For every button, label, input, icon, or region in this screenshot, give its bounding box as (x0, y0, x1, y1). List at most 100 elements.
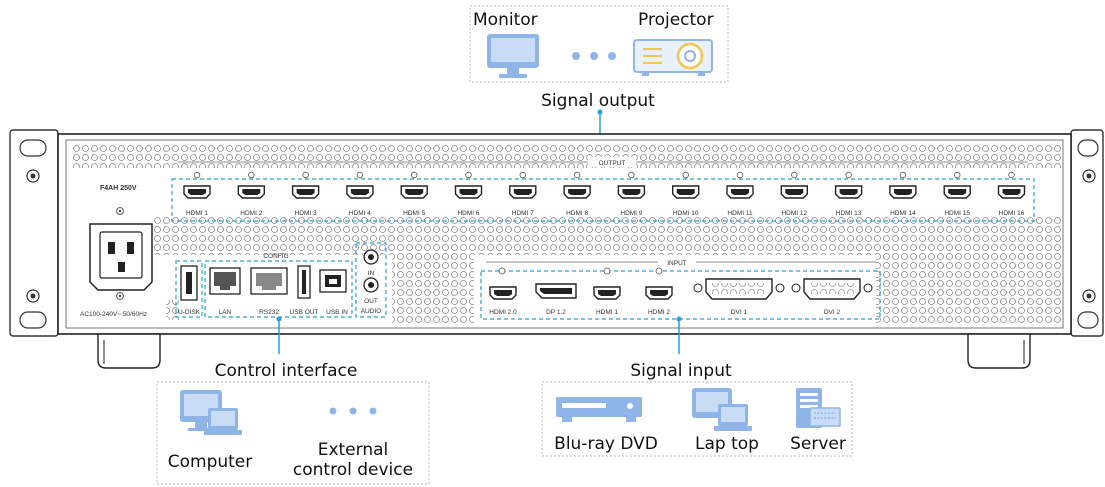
server-label: Server (790, 434, 846, 454)
control-interface-label: Control interface (215, 361, 358, 381)
output-port-label: HDMI 10 (673, 210, 699, 217)
audio-group-box (355, 242, 387, 318)
input-port-dvi-1 (693, 278, 785, 300)
input-port-hdmi-2 (645, 267, 673, 300)
output-port-label: HDMI 9 (620, 210, 642, 217)
output-port (834, 171, 863, 199)
output-port-label: HDMI 8 (566, 210, 588, 217)
input-port-dp-1-2 (535, 283, 577, 299)
audio-label: AUDIO (361, 308, 382, 315)
audio-in-jack (363, 249, 379, 265)
output-title: OUTPUT (599, 160, 626, 167)
output-port (997, 171, 1026, 199)
screw-icon (116, 207, 124, 215)
output-port (346, 171, 374, 199)
output-port (889, 171, 917, 199)
rack-foot-left (97, 333, 161, 369)
output-port-label: HDMI 13 (836, 210, 862, 217)
output-port (726, 171, 754, 199)
output-port-label: HDMI 1 (186, 210, 208, 217)
input-label-dvi-2: DVI 2 (824, 309, 841, 316)
control-interface-dot (276, 316, 282, 322)
computer-label: Computer (168, 452, 253, 472)
output-port (291, 171, 320, 199)
output-port-label: HDMI 16 (999, 210, 1025, 217)
usb-in-port (319, 269, 347, 293)
input-label-dvi-1: DVI 1 (731, 309, 748, 316)
projector-label: Projector (638, 10, 714, 30)
input-label-hdmi-1: HDMI 1 (596, 309, 618, 316)
input-label-dp-1-2: DP 1.2 (546, 309, 566, 316)
external-device-label-line2: control device (293, 460, 413, 480)
output-port (237, 171, 265, 199)
usb-out-port (297, 265, 311, 299)
output-group-box (171, 178, 1035, 222)
computer-icon (180, 390, 242, 435)
input-title: INPUT (667, 260, 687, 267)
external-device-label-line1: External (318, 440, 389, 460)
signal-input-dot (676, 316, 682, 322)
rs232-label: RS232 (259, 309, 279, 316)
signal-output-dot (597, 109, 603, 115)
monitor-label: Monitor (473, 10, 538, 30)
usb-in-label: USB IN (326, 309, 348, 316)
output-port (563, 171, 591, 199)
output-port-label: HDMI 4 (349, 210, 371, 217)
vent-holes (72, 144, 1062, 325)
config-title: CONFIG (263, 253, 288, 260)
ellipsis-icon (329, 407, 377, 415)
laptop-label: Lap top (695, 434, 759, 454)
control-devices-box (156, 381, 430, 485)
rs232-port (250, 267, 288, 295)
output-port (183, 171, 211, 199)
monitor-icon (487, 34, 539, 78)
power-rating-label: AC100-240V~ 50/60Hz (80, 311, 147, 318)
audio-in-label: IN (368, 270, 375, 277)
lan-label: LAN (219, 309, 232, 316)
audio-out-label: OUT (364, 298, 378, 305)
signal-output-label: Signal output (541, 91, 655, 111)
bluray-player-icon (556, 397, 642, 422)
bluray-label: Blu-ray DVD (554, 434, 658, 454)
udisk-label: U-DISK (178, 309, 201, 316)
chassis-inner (65, 139, 1064, 329)
signal-input-label: Signal input (630, 361, 732, 381)
output-port-label: HDMI 11 (727, 210, 753, 217)
output-devices-box (469, 5, 729, 83)
output-port-label: HDMI 14 (890, 210, 916, 217)
projector-icon (633, 39, 713, 76)
output-port-label: HDMI 3 (295, 210, 317, 217)
output-port (780, 171, 808, 199)
output-port-label: HDMI 12 (781, 210, 807, 217)
input-port-dvi-2 (791, 278, 873, 300)
output-port (400, 171, 428, 199)
screw-icon (116, 292, 124, 300)
rack-ear-right (1070, 129, 1104, 337)
udisk-box (175, 260, 203, 318)
ellipsis-icon (572, 52, 616, 60)
output-port (454, 171, 483, 199)
server-icon (796, 388, 841, 428)
power-socket (89, 223, 153, 291)
rack-ear-left (9, 129, 59, 337)
output-ports: HDMI 1 HDMI 2 HDMI 3 HDMI 4 HDMI 5 HDMI 6 HDMI… (183, 171, 1026, 217)
output-port-label: HDMI 7 (512, 210, 534, 217)
lan-port (209, 267, 241, 295)
input-port-hdmi-1 (593, 267, 621, 300)
fuse-label: F4AH 250V (100, 185, 137, 192)
output-port (672, 171, 700, 199)
rack-foot-right (967, 333, 1031, 369)
input-ports (489, 267, 873, 300)
input-label-hdmi-2: HDMI 2 (648, 309, 670, 316)
input-label-hdmi-2-0: HDMI 2.0 (489, 309, 517, 316)
output-port (617, 171, 646, 199)
udisk-port (180, 265, 198, 301)
output-port-label: HDMI 6 (457, 210, 479, 217)
output-port-label: HDMI 2 (240, 210, 262, 217)
output-port (943, 171, 971, 199)
output-port-label: HDMI 5 (403, 210, 425, 217)
output-port (509, 171, 537, 199)
audio-out-jack (363, 277, 379, 293)
usb-out-label: USB OUT (290, 309, 319, 316)
